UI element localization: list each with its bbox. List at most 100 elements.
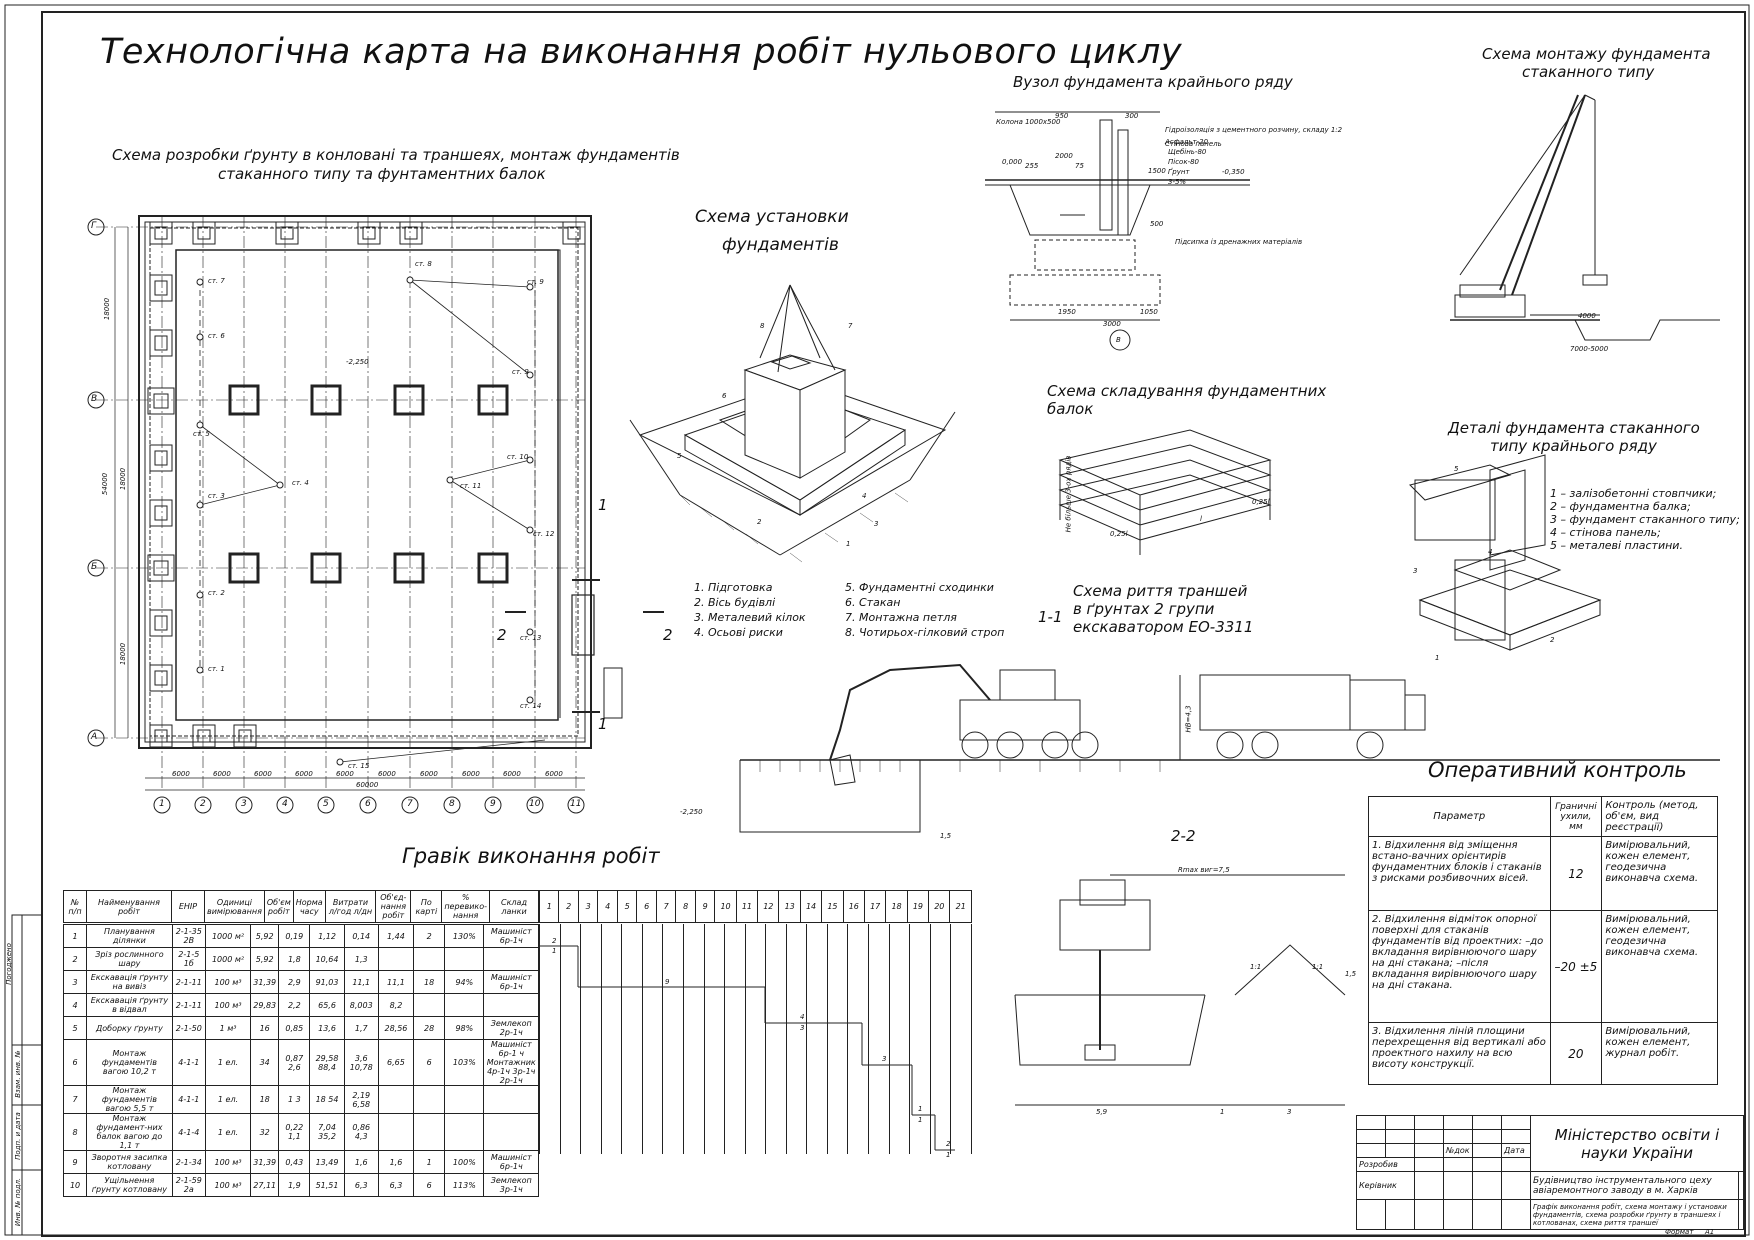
schedule-grid-cell bbox=[909, 1062, 931, 1085]
schedule-day: 2 bbox=[558, 890, 579, 923]
section22-dim-15: 1,5 bbox=[1345, 970, 1357, 978]
station-5: ст. 5 bbox=[193, 430, 210, 438]
control-method: Вимірювальний, кожен елемент, журнал роб… bbox=[1601, 1022, 1718, 1085]
schedule-grid-cell bbox=[806, 1062, 828, 1085]
schedule-grid-cell bbox=[621, 1039, 643, 1062]
schedule-cell-n: 4 bbox=[62, 993, 88, 1017]
schedule-grid-cell bbox=[950, 924, 972, 947]
stamp-role: Розробив bbox=[1356, 1157, 1415, 1172]
schedule-cell-h: 51,51 bbox=[309, 1173, 345, 1197]
schedule-cell-unit: 1000 м² bbox=[204, 947, 252, 971]
schedule-cell-pct: 94% bbox=[444, 970, 485, 994]
schedule-cell-vol: 27,11 bbox=[250, 1173, 280, 1197]
schedule-cell-enir: 4-1-1 bbox=[171, 1085, 206, 1114]
schedule-cell-crew: Машиніст 6р-1 ч Монтажник 4р-1ч 3р-1ч 2р… bbox=[483, 1039, 539, 1086]
schedule-grid-cell bbox=[682, 1062, 705, 1085]
axis-num-11: 11 bbox=[570, 799, 582, 809]
schedule-cell-unit: 1000 м² bbox=[204, 924, 252, 948]
detail-callout-2: 2 bbox=[1550, 636, 1555, 644]
schedule-cell-enir: 4-1-4 bbox=[171, 1113, 206, 1151]
schedule-cell-pct: 98% bbox=[444, 1016, 485, 1040]
schedule-day: 7 bbox=[655, 890, 677, 923]
storage-title-1: Схема складування фундаментних bbox=[1047, 382, 1327, 400]
schedule-cell-vol: 29,83 bbox=[250, 993, 280, 1017]
schedule-grid-cell bbox=[765, 1131, 787, 1154]
schedule-cell-unit: 100 м³ bbox=[204, 1150, 252, 1174]
schedule-cell-unit: 1 ел. bbox=[204, 1085, 252, 1114]
legend-item: 3. Металевий кілок bbox=[694, 611, 806, 624]
schedule-cell-enir: 2-1-11 bbox=[171, 970, 206, 994]
legend-item: 2 – фундаментна балка; bbox=[1550, 500, 1691, 513]
span-2: 6000 bbox=[213, 770, 231, 778]
schedule-grid-cell bbox=[580, 924, 602, 947]
schedule-cell-crew bbox=[483, 1085, 539, 1114]
schedule-grid-row bbox=[539, 1085, 972, 1108]
schedule-grid-cell bbox=[682, 924, 705, 947]
margin-strip bbox=[11, 914, 43, 1236]
storage-diagram bbox=[1058, 429, 1272, 555]
schedule-grid-cell bbox=[868, 1039, 890, 1062]
control-head: Параметр bbox=[1368, 796, 1551, 837]
schedule-cell-h: 29,58 88,4 bbox=[309, 1039, 345, 1086]
schedule-day: 21 bbox=[949, 890, 972, 923]
legend-item: 4 – стінова панель; bbox=[1550, 526, 1661, 539]
schedule-cell-join bbox=[377, 1085, 415, 1114]
schedule-cell-name: Ущільнення ґрунту котловану bbox=[86, 1173, 173, 1197]
schedule-day: 6 bbox=[636, 890, 657, 923]
schedule-grid-cell bbox=[868, 947, 890, 970]
sched-head: № п/п bbox=[63, 890, 87, 923]
schedule-cell-join: 1,6 bbox=[377, 1150, 415, 1174]
schedule-day: 3 bbox=[577, 890, 599, 923]
schedule-grid-cell bbox=[744, 1131, 767, 1154]
schedule-cell-crew: Землекоп 2р-1ч bbox=[483, 1016, 539, 1040]
schedule-grid-cell bbox=[559, 1108, 582, 1131]
control-tol: 20 bbox=[1549, 1022, 1603, 1085]
schedule-grid-cell bbox=[703, 993, 726, 1016]
schedule-grid-cell bbox=[868, 1016, 890, 1039]
schedule-cell-card: 1 bbox=[413, 1150, 446, 1174]
schedule-cell-enir: 2-1-5 1б bbox=[171, 947, 206, 971]
axis-label-a: А bbox=[91, 732, 98, 742]
schedule-grid-cell bbox=[868, 1108, 890, 1131]
schedule-grid-cell bbox=[703, 970, 726, 993]
legend-item: 3 – фундамент стаканного типу; bbox=[1550, 513, 1740, 526]
schedule-grid-cell bbox=[744, 970, 767, 993]
schedule-cell-vol: 31,39 bbox=[250, 1150, 280, 1174]
schedule-cell-name: Екскавація ґрунту в відвал bbox=[86, 993, 173, 1017]
schedule-cell-norm: 2,2 bbox=[278, 993, 311, 1017]
node-dim-255: 255 bbox=[1025, 162, 1039, 170]
schedule-grid-cell bbox=[929, 1062, 952, 1085]
schedule-grid-cell bbox=[826, 1131, 849, 1154]
schedule-cell-join: 8,2 bbox=[377, 993, 415, 1017]
schedule-grid-cell bbox=[682, 1016, 705, 1039]
schedule-cell-enir: 2-1-34 bbox=[171, 1150, 206, 1174]
schedule-grid-cell bbox=[929, 1108, 952, 1131]
schedule-grid-cell bbox=[868, 1131, 890, 1154]
schedule-cell-join: 1,44 bbox=[377, 924, 415, 948]
schedule-grid-cell bbox=[868, 970, 890, 993]
section-mark-1a: 1 bbox=[598, 496, 608, 514]
schedule-grid-row bbox=[539, 924, 972, 947]
schedule-cell-n: 9 bbox=[62, 1150, 88, 1174]
schedule-grid-row bbox=[539, 970, 972, 993]
trench-title-2: в ґрунтах 2 групи bbox=[1073, 600, 1215, 618]
schedule-grid-cell bbox=[785, 1016, 808, 1039]
schedule-grid-cell bbox=[641, 947, 664, 970]
schedule-grid-cell bbox=[682, 993, 705, 1016]
control-head: Граничні ухили, мм bbox=[1549, 796, 1603, 837]
schedule-cell-d: 0,14 bbox=[343, 924, 379, 948]
schedule-cell-card bbox=[413, 1113, 446, 1151]
schedule-grid-cell bbox=[662, 1062, 684, 1085]
schedule-grid-cell bbox=[621, 924, 643, 947]
schedule-grid-cell bbox=[868, 1062, 890, 1085]
schedule-grid-cell bbox=[950, 1085, 972, 1108]
schedule-cell-d: 6,3 bbox=[343, 1173, 379, 1197]
node-label-sand: Пісок-80 bbox=[1168, 158, 1200, 166]
schedule-grid-cell bbox=[909, 1131, 931, 1154]
schedule-day: 13 bbox=[778, 890, 801, 923]
schedule-cell-vol: 18 bbox=[250, 1085, 280, 1114]
